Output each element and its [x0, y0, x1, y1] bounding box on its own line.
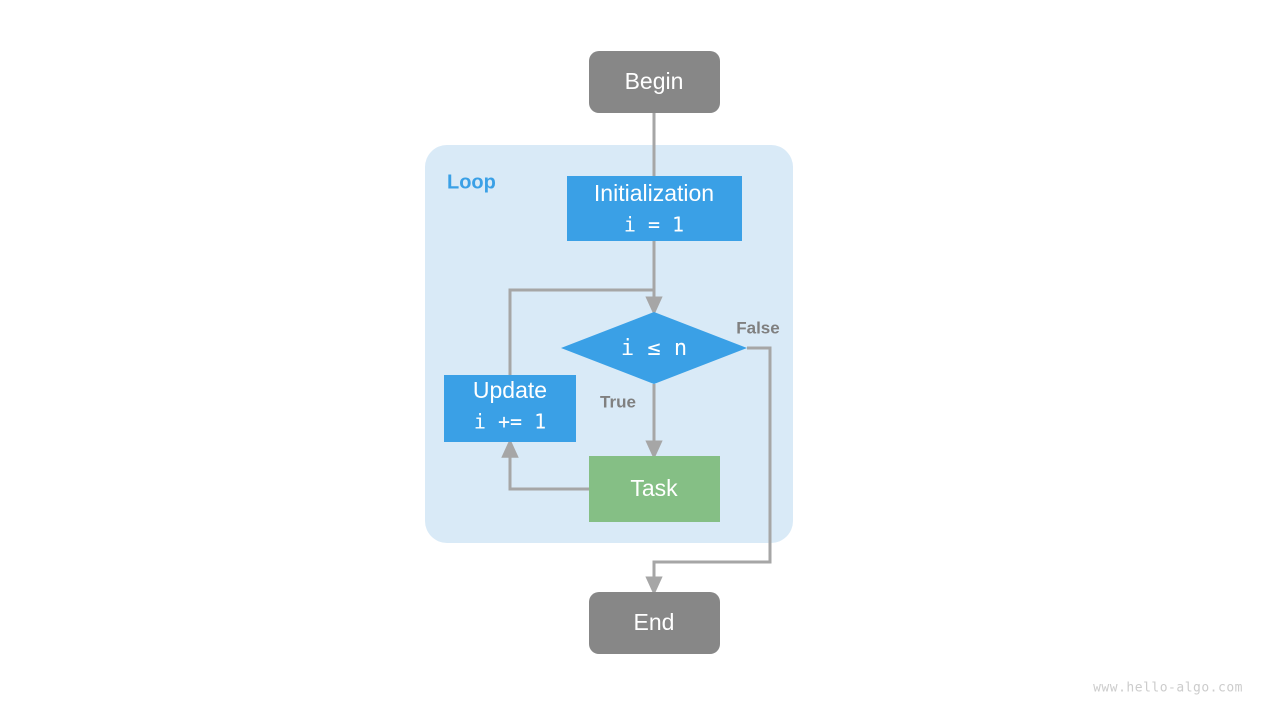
node-end[interactable]: End: [589, 592, 720, 654]
update-label: Update: [473, 377, 547, 403]
task-shape: [589, 456, 720, 522]
edge-condition-false-to-end: [645, 346, 772, 596]
begin-label: Begin: [625, 68, 684, 94]
edge-task-to-update: [501, 438, 589, 491]
watermark: www.hello-algo.com: [1093, 681, 1243, 696]
initialization-shape: [567, 176, 742, 241]
task-label: Task: [630, 475, 678, 501]
condition-label: i ≤ n: [621, 336, 687, 361]
update-sublabel: i += 1: [474, 410, 546, 434]
begin-shape: [589, 51, 720, 113]
condition-shape: [561, 312, 747, 384]
edge-update-to-condition: [508, 288, 654, 375]
node-condition[interactable]: i ≤ n: [561, 312, 747, 384]
loop-group-label: Loop: [447, 171, 496, 193]
update-shape: [444, 375, 576, 442]
edge-label-false: False: [736, 318, 779, 337]
initialization-label: Initialization: [594, 180, 714, 206]
edge-label-true: True: [600, 392, 636, 411]
node-begin[interactable]: Begin: [589, 51, 720, 113]
node-update[interactable]: Update i += 1: [444, 375, 576, 442]
node-task[interactable]: Task: [589, 456, 720, 522]
node-initialization[interactable]: Initialization i = 1: [567, 176, 742, 241]
end-label: End: [634, 609, 675, 635]
end-shape: [589, 592, 720, 654]
initialization-sublabel: i = 1: [624, 213, 684, 237]
